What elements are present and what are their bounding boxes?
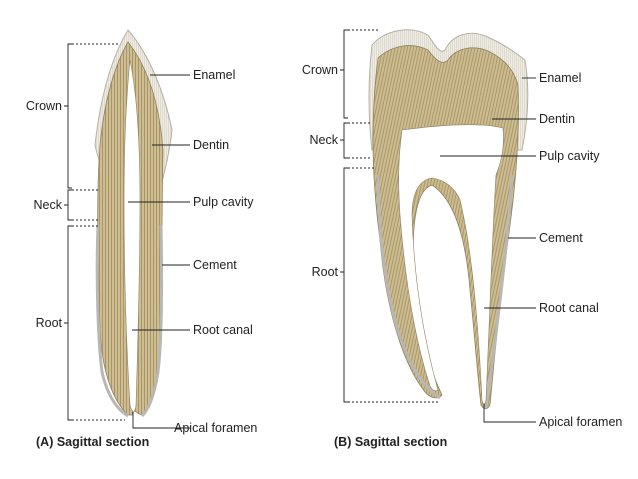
figure-b-root-label: Root	[312, 265, 339, 279]
figure-a-cement-label: Cement	[193, 258, 237, 272]
figure-b-cement-shape	[376, 174, 514, 409]
figure-b-enamel-label: Enamel	[539, 71, 581, 85]
figure-a: Crown Neck Root Enamel Dentin Pulp cavit…	[26, 29, 257, 449]
figure-a-neck-label: Neck	[34, 198, 63, 212]
figure-b-root-bracket	[340, 167, 348, 403]
figure-a-root-bracket	[64, 225, 72, 421]
figure-a-apical-leader	[132, 412, 190, 429]
figure-b-apical-label: Apical foramen	[539, 415, 622, 429]
figure-b-crown-bracket	[340, 29, 348, 119]
figure-b-pulp-label: Pulp cavity	[539, 149, 600, 163]
figure-a-root-canal-label: Root canal	[193, 323, 253, 337]
figure-a-pulp-label: Pulp cavity	[193, 195, 254, 209]
figure-a-enamel-label: Enamel	[193, 68, 235, 82]
figure-b-neck-bracket-dots	[348, 122, 372, 159]
figure-a-neck-bracket	[64, 189, 72, 221]
figure-a-dentin-label: Dentin	[193, 138, 229, 152]
figure-a-apical-label: Apical foramen	[174, 421, 257, 435]
figure-a-crown-label: Crown	[26, 99, 62, 113]
figure-b-pulp-shape	[398, 124, 504, 405]
figure-a-neck-bracket-dots	[72, 189, 100, 221]
figure-b-caption: (B) Sagittal section	[334, 435, 447, 449]
figure-b: Crown Neck Root Enamel Dentin Pulp cavit…	[302, 29, 622, 449]
figure-b-neck-bracket	[340, 122, 348, 159]
figure-a-crown-bracket	[64, 43, 72, 189]
figure-b-dentin-shape	[372, 45, 519, 410]
figure-b-root-canal-label: Root canal	[539, 301, 599, 315]
figure-b-apical-leader	[483, 404, 536, 423]
figure-b-dentin-label: Dentin	[539, 112, 575, 126]
figure-b-cement-label: Cement	[539, 231, 583, 245]
figure-a-root-bracket-dots	[72, 225, 125, 421]
figure-a-caption: (A) Sagittal section	[36, 435, 149, 449]
figure-a-root-label: Root	[36, 316, 63, 330]
figure-a-cement-shape	[95, 224, 164, 418]
figure-b-crown-label: Crown	[302, 63, 338, 77]
figure-a-pulp-shape	[123, 59, 141, 413]
figure-b-root-bracket-dots	[348, 167, 440, 403]
figure-b-neck-label: Neck	[310, 133, 339, 147]
